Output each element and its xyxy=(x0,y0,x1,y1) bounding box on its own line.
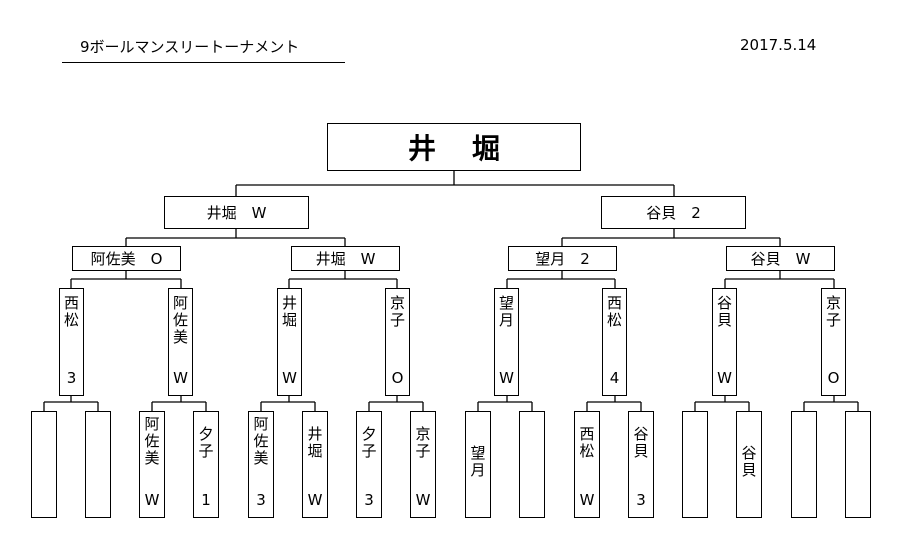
round1-box-12: 谷 貝 3 xyxy=(628,411,654,518)
round2-box-1: 西 松 3 xyxy=(59,288,84,396)
round2-box-3: 井 堀 W xyxy=(277,288,302,396)
tournament-date: 2017.5.14 xyxy=(740,36,817,54)
round1-box-2 xyxy=(85,411,111,518)
match-result: W xyxy=(173,369,188,387)
round1-box-8: 京 子 W xyxy=(410,411,436,518)
match-result: W xyxy=(282,369,297,387)
quarter-box-4: 谷貝 W xyxy=(726,246,835,271)
round1-box-5: 阿 佐 美 3 xyxy=(248,411,274,518)
match-result: 3 xyxy=(256,491,266,509)
round1-box-7: 夕 子 3 xyxy=(356,411,382,518)
player-name: 井 堀 xyxy=(281,294,297,329)
player-name: 谷 貝 xyxy=(716,294,732,329)
title-underline xyxy=(62,62,345,63)
round1-box-6: 井 堀 W xyxy=(302,411,328,518)
quarter-box-1: 阿佐美 O xyxy=(72,246,181,271)
match-result: O xyxy=(391,369,404,387)
player-name: 阿 佐 美 xyxy=(253,415,269,467)
round2-box-6: 西 松 4 xyxy=(602,288,627,396)
round1-box-13 xyxy=(682,411,708,518)
round1-box-15 xyxy=(791,411,817,518)
round1-box-4: 夕 子 1 xyxy=(193,411,219,518)
player-name: 夕 子 xyxy=(198,425,214,460)
player-name: 京 子 xyxy=(415,425,431,460)
player-name: 井 堀 xyxy=(307,425,323,460)
match-result: 3 xyxy=(364,491,374,509)
semi-box-left: 井堀 W xyxy=(164,196,309,229)
round1-box-10 xyxy=(519,411,545,518)
match-result: 3 xyxy=(66,369,77,387)
player-name: 阿 佐 美 xyxy=(144,415,160,467)
round1-box-9: 望 月 xyxy=(465,411,491,518)
quarter-box-2: 井堀 W xyxy=(291,246,400,271)
match-result: W xyxy=(499,369,514,387)
round1-box-11: 西 松 W xyxy=(574,411,600,518)
match-result: O xyxy=(827,369,840,387)
tournament-title: 9ボールマンスリートーナメント xyxy=(80,38,300,56)
player-name: 谷 貝 xyxy=(741,444,757,479)
match-result: 3 xyxy=(636,491,646,509)
round2-box-5: 望 月 W xyxy=(494,288,519,396)
round2-box-4: 京 子 O xyxy=(385,288,410,396)
player-name: 谷 貝 xyxy=(633,425,649,460)
match-result: W xyxy=(415,491,431,509)
round2-box-8: 京 子 O xyxy=(821,288,846,396)
round1-box-1 xyxy=(31,411,57,518)
round1-box-3: 阿 佐 美 W xyxy=(139,411,165,518)
match-result: 4 xyxy=(609,369,620,387)
player-name: 阿 佐 美 xyxy=(172,294,188,346)
champion-box: 井堀 xyxy=(327,123,581,171)
round2-box-7: 谷 貝 W xyxy=(712,288,737,396)
match-result: 1 xyxy=(201,491,211,509)
match-result: W xyxy=(717,369,732,387)
player-name: 西 松 xyxy=(63,294,79,329)
player-name: 望 月 xyxy=(498,294,514,329)
player-name: 望 月 xyxy=(470,444,486,479)
semi-box-right: 谷貝 2 xyxy=(601,196,746,229)
player-name: 西 松 xyxy=(606,294,622,329)
match-result: W xyxy=(307,491,323,509)
round1-box-14: 谷 貝 xyxy=(736,411,762,518)
match-result: W xyxy=(144,491,160,509)
round2-box-2: 阿 佐 美 W xyxy=(168,288,193,396)
quarter-box-3: 望月 2 xyxy=(508,246,617,271)
round1-box-16 xyxy=(845,411,871,518)
player-name: 京 子 xyxy=(389,294,405,329)
player-name: 京 子 xyxy=(825,294,841,329)
player-name: 夕 子 xyxy=(361,425,377,460)
player-name: 西 松 xyxy=(579,425,595,460)
match-result: W xyxy=(579,491,595,509)
